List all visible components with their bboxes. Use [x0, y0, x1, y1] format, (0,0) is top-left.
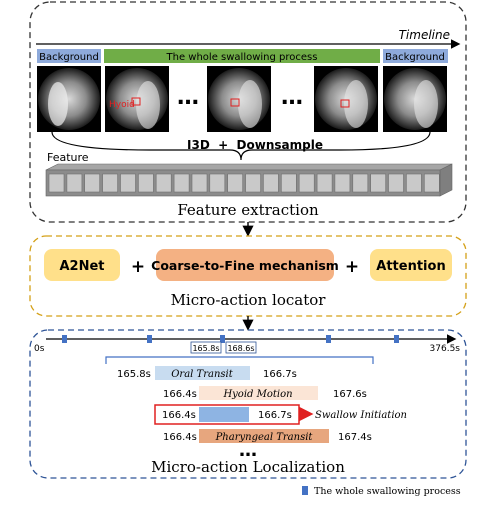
hyoid-motion-label: Hyoid Motion: [222, 389, 292, 400]
pharyngeal-transit-label: Pharyngeal Transit: [215, 432, 314, 443]
i3d-brace: [51, 131, 431, 161]
pharyngeal-start: 166.4s: [163, 432, 197, 443]
localization-panel: [29, 329, 467, 479]
hyoid-box-3: [340, 99, 350, 108]
swallow-initiation-bar: [199, 407, 249, 422]
feature-cell: [263, 173, 279, 193]
background-left-bar: [37, 49, 101, 63]
hyoid-start: 166.4s: [163, 389, 197, 400]
a2net-label: A2Net: [59, 259, 104, 274]
feature-cell: [48, 173, 65, 193]
feature-label: Feature: [47, 151, 89, 164]
timeline-end-label: 376.5s: [430, 344, 461, 354]
pharyngeal-transit-bar: [199, 429, 329, 443]
attention-box: [370, 249, 452, 281]
process-marker-3: [220, 335, 225, 343]
whole-process-label: The whole swallowing process: [166, 52, 318, 63]
feature-cell: [245, 173, 261, 193]
background-right-label: Background: [385, 52, 445, 63]
hyoid-label: Hyoid: [109, 100, 135, 110]
process-marker-1: [62, 335, 67, 343]
video-frame-2: Hyoid: [105, 66, 169, 132]
feature-cell: [388, 173, 404, 193]
coarse-to-fine-label: Coarse-to-Fine mechanism: [151, 258, 339, 273]
feature-cell: [298, 173, 315, 193]
localization-title: Micro-action Localization: [151, 458, 345, 476]
timeline-label: Timeline: [399, 28, 450, 42]
feature-cell: [334, 173, 351, 193]
plus-1: +: [131, 257, 145, 277]
oral-end: 166.7s: [263, 369, 297, 380]
timeline-start-label: 0s: [34, 344, 45, 354]
ellipsis-2: …: [281, 85, 303, 110]
video-frame-1: [37, 66, 101, 132]
legend-text: The whole swallowing process: [314, 486, 461, 497]
feature-cell: [280, 173, 297, 193]
feature-cell: [173, 173, 190, 193]
pharyngeal-end: 167.4s: [338, 432, 372, 443]
attention-label: Attention: [376, 259, 445, 274]
zoom-start-box: [190, 341, 222, 354]
swallow-initiation-label: Swallow Initiation: [315, 410, 407, 421]
feature-cell: [120, 173, 136, 193]
feature-cell: [155, 173, 172, 193]
legend-marker: [302, 486, 308, 495]
coarse-to-fine-box: [156, 249, 334, 281]
feature-cell: [406, 173, 422, 193]
feature-extraction-panel: [29, 1, 467, 223]
feature-cell: [138, 173, 154, 193]
feature-cell: [227, 173, 243, 193]
process-marker-5: [394, 335, 399, 343]
swallow-start: 166.4s: [162, 410, 196, 421]
process-marker-4: [326, 335, 331, 343]
video-frame-4: [314, 66, 378, 132]
feature-cell: [66, 173, 83, 193]
feature-cell: [316, 173, 333, 193]
oral-transit-label: Oral Transit: [171, 369, 234, 380]
background-left-label: Background: [39, 52, 99, 63]
process-marker-2: [147, 335, 152, 343]
hyoid-motion-bar: [199, 386, 318, 400]
feature-cell: [102, 173, 118, 193]
zoom-brace: [105, 356, 374, 364]
i3d-label: I3D + Downsample: [187, 138, 323, 152]
localization-ellipsis: …: [239, 440, 257, 461]
swallow-end: 166.7s: [258, 410, 292, 421]
feature-cell: [370, 173, 387, 193]
oral-start: 165.8s: [117, 369, 151, 380]
feature-cell: [209, 173, 226, 193]
locator-title: Micro-action locator: [171, 291, 327, 309]
feature-extraction-title: Feature extraction: [177, 201, 319, 219]
zoom-end-label: 168.6s: [227, 344, 254, 353]
plus-2: +: [345, 257, 359, 277]
video-frame-3: [207, 66, 271, 132]
hyoid-box-2: [230, 98, 240, 107]
whole-process-bar: [104, 49, 380, 63]
ellipsis-1: …: [177, 85, 199, 110]
feature-cell: [352, 173, 369, 193]
feature-cell: [191, 173, 208, 193]
feature-cell: [84, 173, 100, 193]
hyoid-end: 167.6s: [333, 389, 367, 400]
zoom-start-label: 165.8s: [192, 344, 219, 353]
hyoid-box-1: [131, 97, 141, 106]
feature-cell: [423, 173, 440, 193]
a2net-box: [44, 249, 120, 281]
oral-transit-bar: [155, 366, 250, 380]
zoom-end-box: [225, 341, 257, 354]
background-right-bar: [383, 49, 448, 63]
video-frame-5: [383, 66, 447, 132]
